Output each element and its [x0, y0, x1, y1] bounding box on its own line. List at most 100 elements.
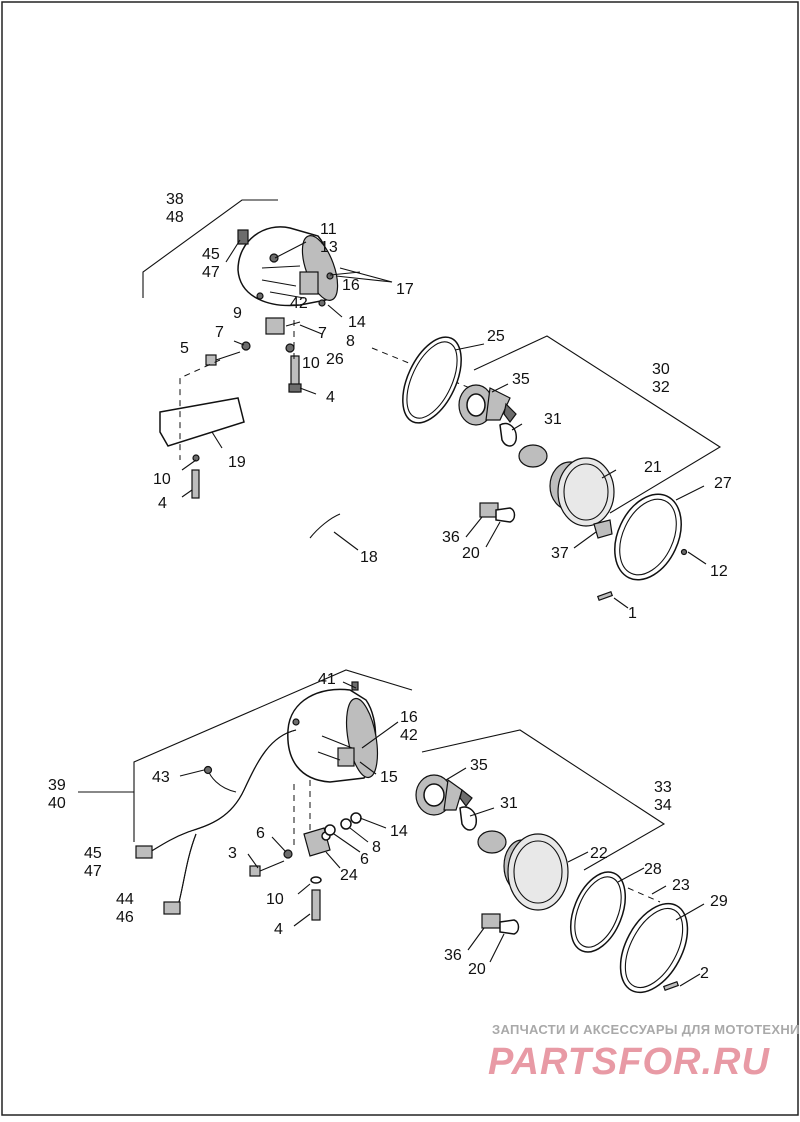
- callout-1: 1: [628, 605, 637, 622]
- callout-45: 45: [84, 845, 102, 862]
- adjuster-37: [593, 519, 613, 539]
- callout-26: 26: [326, 351, 344, 368]
- bolt-5: [205, 351, 241, 366]
- reflector-35-bottom: [415, 774, 463, 816]
- callout-8: 8: [372, 839, 381, 856]
- retaining-ring-28: [569, 871, 627, 953]
- bolt-4-bottom: [311, 889, 321, 921]
- callout-4-lower: 4: [158, 495, 167, 512]
- wire-clip-18: [309, 513, 341, 539]
- watermark: ЗАПЧАСТИ И АКСЕССУАРЫ ДЛЯ МОТОТЕХНИКИ PA…: [488, 1022, 800, 1083]
- washer-10-lower: [192, 454, 200, 462]
- callout-22: 22: [590, 845, 608, 862]
- sealed-beam-21: [549, 457, 615, 527]
- callout-32: 32: [652, 379, 670, 396]
- callout-35: 35: [512, 371, 530, 388]
- callout-38: 38: [166, 191, 184, 208]
- callout-10-upper: 10: [302, 355, 320, 372]
- bulb-31-top: [499, 402, 548, 468]
- callout-13: 13: [320, 239, 338, 256]
- nut-14: [350, 812, 362, 824]
- callout-24: 24: [340, 867, 358, 884]
- screw-23: [627, 887, 661, 903]
- callout-16: 16: [342, 277, 360, 294]
- position-lamp-36-20-top: [479, 502, 516, 523]
- callout-31: 31: [500, 795, 518, 812]
- callout-6-left: 6: [256, 825, 265, 842]
- headlamp-housing-bottom: [287, 681, 379, 783]
- callout-46: 46: [116, 909, 134, 926]
- headlamp-housing-top: [237, 226, 339, 307]
- callout-45: 45: [202, 246, 220, 263]
- callout-7-right: 7: [318, 325, 327, 342]
- callout-18: 18: [360, 549, 378, 566]
- callout-34: 34: [654, 797, 672, 814]
- bulb-31-bottom: [459, 788, 507, 854]
- callout-47: 47: [202, 264, 220, 281]
- trim-ring-29: [619, 902, 689, 994]
- bracket-33-34: [421, 729, 666, 871]
- callout-42: 42: [290, 295, 308, 312]
- retaining-ring-25: [402, 336, 462, 424]
- callout-16: 16: [400, 709, 418, 726]
- callout-36: 36: [442, 529, 460, 546]
- callout-40: 40: [48, 795, 66, 812]
- callout-23: 23: [672, 877, 690, 894]
- callout-8: 8: [346, 333, 355, 350]
- spacer-26: [285, 343, 295, 353]
- callout-35: 35: [470, 757, 488, 774]
- bolt-4-lower: [191, 469, 200, 499]
- callout-6-right: 6: [360, 851, 369, 868]
- bracket-38-48: [142, 199, 278, 298]
- bolt-3: [249, 860, 285, 877]
- mount-bracket-19: [159, 397, 245, 447]
- connector-45-47: [135, 845, 153, 859]
- callout-39: 39: [48, 777, 66, 794]
- callout-15: 15: [380, 769, 398, 786]
- callout-19: 19: [228, 454, 246, 471]
- wiring-harness: [135, 729, 297, 915]
- bracket-39-40: [133, 669, 413, 842]
- callout-5: 5: [180, 340, 189, 357]
- screw-12: [680, 548, 688, 556]
- callout-31: 31: [544, 411, 562, 428]
- callout-17: 17: [396, 281, 414, 298]
- callout-43: 43: [152, 769, 170, 786]
- callout-labels-top: 38 48 11 13 45 47 16 17 42 9 14 7 7 8 5 …: [153, 191, 732, 622]
- callout-14: 14: [390, 823, 408, 840]
- callout-10-lower: 10: [153, 471, 171, 488]
- callout-47: 47: [84, 863, 102, 880]
- screw-2: [662, 980, 680, 992]
- callout-48: 48: [166, 209, 184, 226]
- callout-41: 41: [318, 671, 336, 688]
- callout-42: 42: [400, 727, 418, 744]
- callout-29: 29: [710, 893, 728, 910]
- washer-7: [241, 341, 251, 351]
- callout-20: 20: [462, 545, 480, 562]
- spacer-10: [310, 876, 322, 884]
- mount-clamp-top: [265, 317, 285, 335]
- callout-2: 2: [700, 965, 709, 982]
- callout-37: 37: [551, 545, 569, 562]
- callout-4: 4: [274, 921, 283, 938]
- bottom-assembly: 41 16 42 39 40 43 15 35 33 34 31 14 6 8 …: [48, 669, 728, 994]
- callout-labels-bottom: 41 16 42 39 40 43 15 35 33 34 31 14 6 8 …: [48, 671, 728, 982]
- leader-lines-bottom: [179, 681, 705, 987]
- callout-9: 9: [233, 305, 242, 322]
- leader-lines-top: [181, 239, 707, 609]
- callout-27: 27: [714, 475, 732, 492]
- callout-30: 30: [652, 361, 670, 378]
- washer-42: [318, 299, 326, 307]
- position-lamp-36-20-bottom: [481, 913, 520, 935]
- callout-21: 21: [644, 459, 662, 476]
- callout-44: 44: [116, 891, 134, 908]
- trim-ring-27: [614, 493, 682, 581]
- sealed-beam-22: [503, 833, 569, 911]
- callout-14: 14: [348, 314, 366, 331]
- screw-1: [596, 590, 614, 602]
- top-assembly: 38 48 11 13 45 47 16 17 42 9 14 7 7 8 5 …: [142, 191, 732, 622]
- callout-12: 12: [710, 563, 728, 580]
- connector-44-46: [163, 901, 181, 915]
